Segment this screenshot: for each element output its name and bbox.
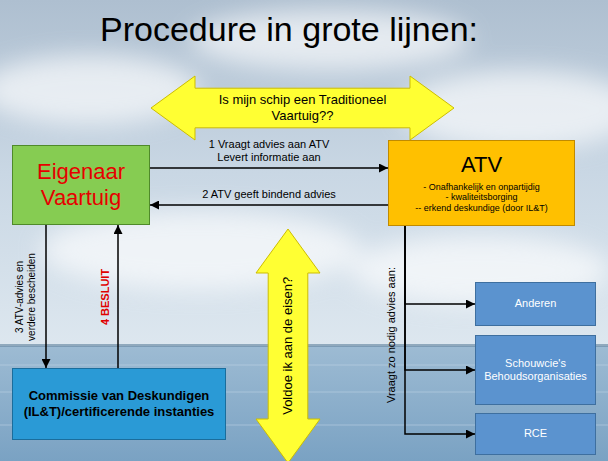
connector-arrow [150,204,388,206]
node-bullet: -- erkend deskundige (door IL&T) [415,203,548,214]
node-text: Eigenaar Vaartuig [19,159,143,212]
owner-box: Eigenaar Vaartuig [12,145,150,225]
question-arrow: Is mijn schip een Traditioneel Vaartuig?… [150,75,455,141]
edge-label: Vraagt zo nodig advies aan: [385,267,398,403]
edge-label: 3 ATV-advies en verdere bescheiden [14,247,38,347]
connector-arrow [150,167,388,169]
connector-arrow [405,226,475,434]
connector-arrow [117,225,119,368]
node-text: RCE [524,427,547,440]
double-arrow-fill [151,76,454,140]
connector-arrow [45,225,47,368]
edge-label: 1 Vraagt advies aan ATV Levert informati… [199,138,339,164]
advisor-box: Anderen [475,282,596,326]
requirements-arrow: Voldoe ik aan de eisen? [255,228,321,461]
node-text: Is mijn schip een Traditioneel Vaartuig?… [218,92,388,123]
node-bullet: - kwaliteitsborging [445,192,517,203]
edge-label: 4 BESLUIT [99,269,112,325]
node-text: Commissie van Deskundigen (IL&T)/certifi… [19,388,219,419]
node-text: Voldoe ik aan de eisen? [280,277,296,415]
node-text: Schouwcie's Behoudsorganisaties [480,357,591,383]
advisor-box: RCE [475,413,596,455]
advisor-box: Schouwcie's Behoudsorganisaties [475,335,596,405]
atv-box: ATV - Onafhankelijk en onpartijdig- kwali… [388,140,575,226]
node-text: Anderen [515,297,557,310]
diagram-title: Procedure in grote lijnen: [100,10,478,49]
double-arrow-fill [256,229,320,461]
edge-label: 2 ATV geeft bindend advies [179,188,359,201]
connector-arrow [405,226,475,304]
committee-box: Commissie van Deskundigen (IL&T)/certifi… [12,368,226,440]
connector-arrow [405,226,475,370]
node-text: ATV [461,152,502,178]
node-bullet: - Onafhankelijk en onpartijdig [423,182,540,193]
